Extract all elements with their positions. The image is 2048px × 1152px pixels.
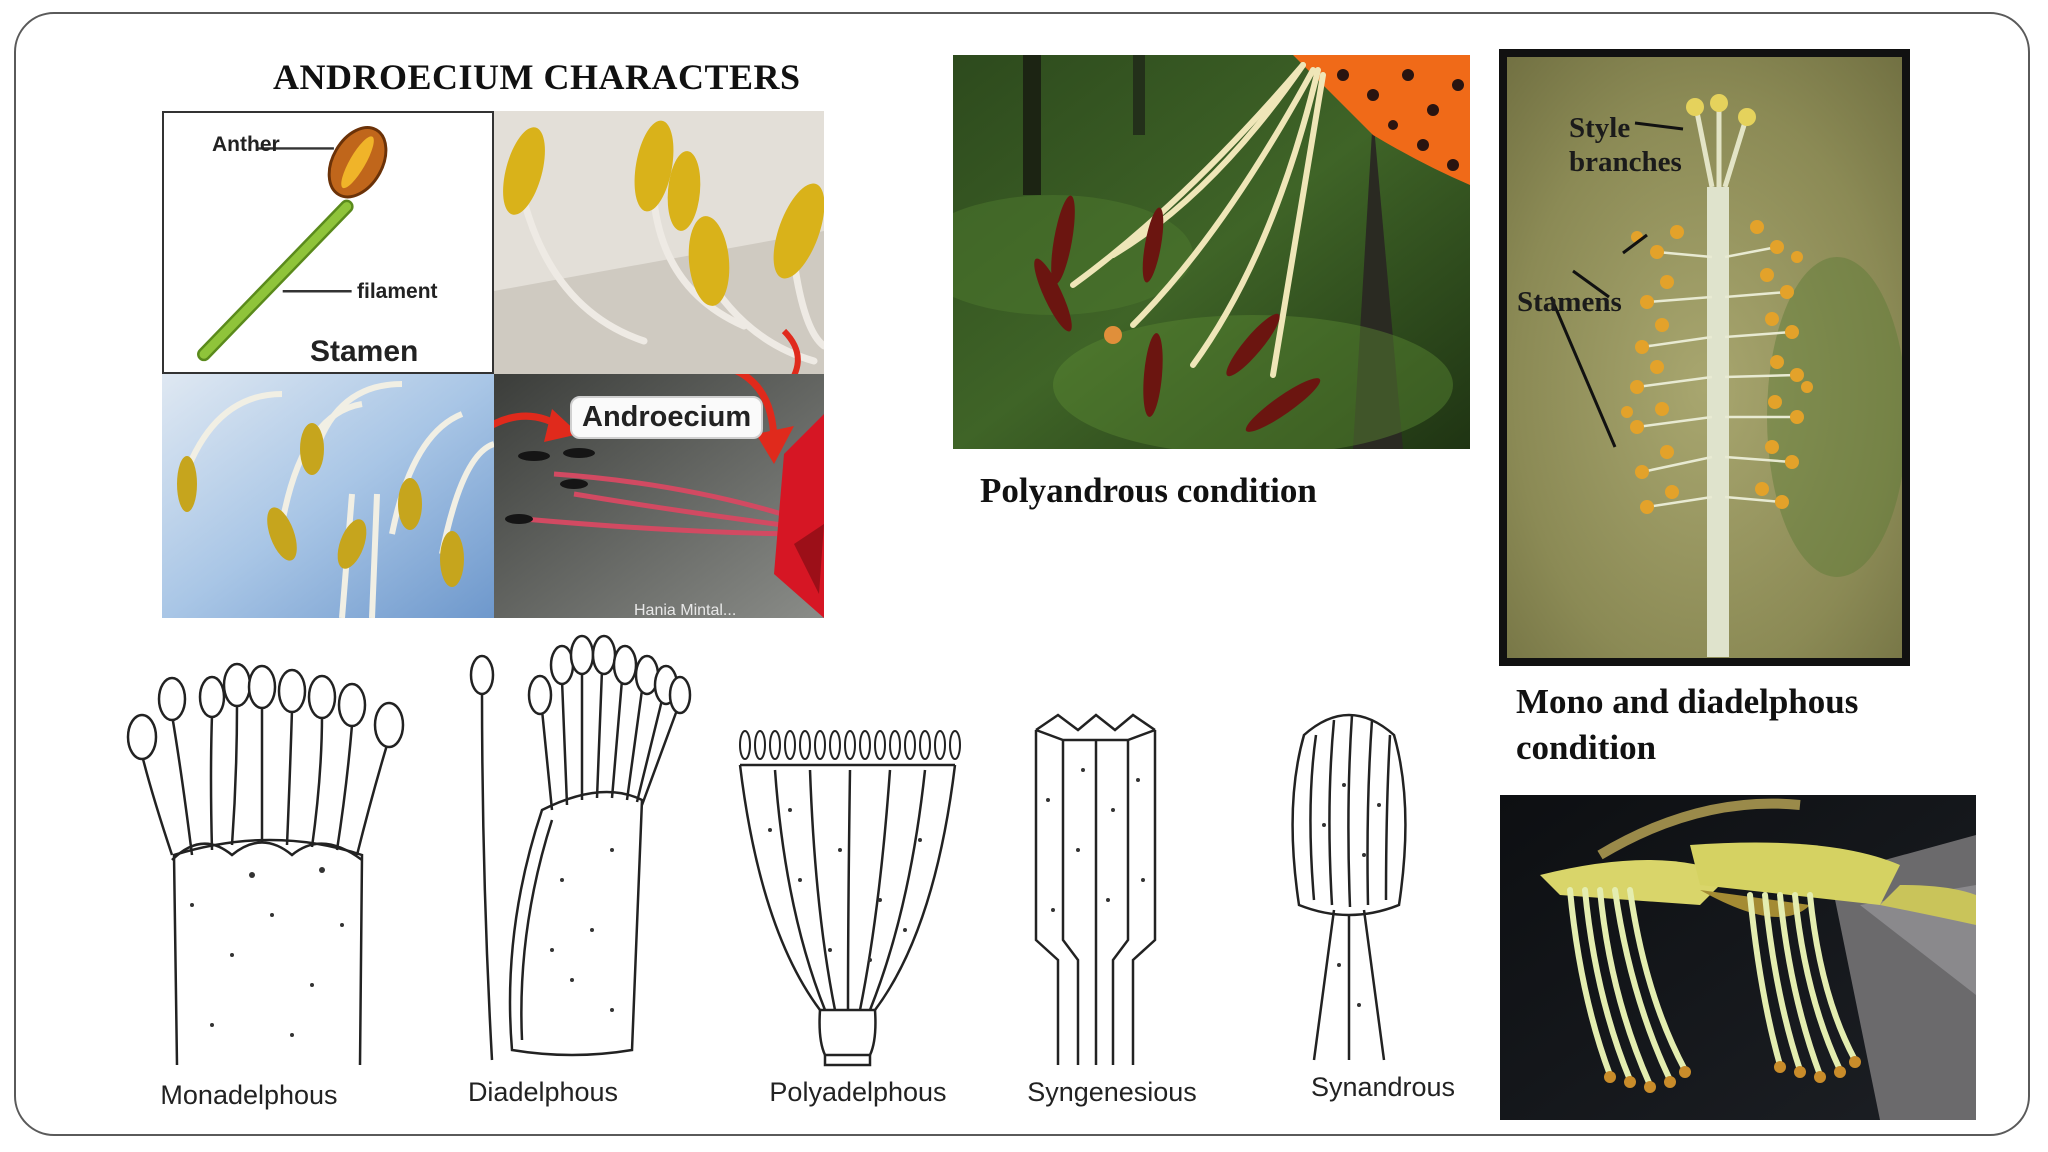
synandrous-label: Synandrous	[1310, 1072, 1456, 1102]
anther-label: Anther	[212, 133, 280, 156]
syngenesious-drawing	[1028, 700, 1163, 1070]
polyandrous-caption: Polyandrous condition	[980, 471, 1317, 510]
filament-label: filament	[357, 280, 438, 303]
syngenesious-label: Syngenesious	[1027, 1077, 1197, 1107]
monadelphous-drawing	[112, 655, 412, 1070]
androecium-photo: Androecium Hania Mintal...	[494, 374, 824, 618]
stamens-label: Stamens	[1517, 286, 1622, 318]
slide-title: ANDROECIUM CHARACTERS	[273, 57, 801, 97]
synandrous-drawing	[1284, 705, 1414, 1070]
tiger-lily-photo	[953, 55, 1470, 449]
blue-flower-stamens-photo	[162, 374, 494, 618]
diadelphous-flower-photo	[1500, 795, 1976, 1120]
hibiscus-column-photo: Style branches Stamens	[1499, 49, 1910, 666]
stamen-caption: Stamen	[310, 335, 419, 368]
monadelphous-label: Monadelphous	[160, 1080, 338, 1110]
mono-diadelphous-caption: Mono and diadelphous condition	[1516, 679, 1858, 771]
polyadelphous-label: Polyadelphous	[769, 1077, 947, 1107]
lily-anthers-photo	[494, 111, 824, 374]
style-label-line1: Style	[1569, 112, 1631, 144]
mono-caption-line1: Mono and diadelphous	[1516, 682, 1859, 721]
diadelphous-drawing	[462, 630, 692, 1070]
polyadelphous-drawing	[730, 710, 965, 1070]
photo-watermark: Hania Mintal...	[634, 602, 737, 618]
stamen-illustration	[197, 126, 388, 362]
mono-caption-line2: condition	[1516, 728, 1657, 767]
stamen-diagram: Anther filament Stamen	[162, 111, 494, 374]
style-label-line2: branches	[1569, 146, 1682, 178]
style-branches-label: Style branches	[1569, 111, 1682, 179]
androecium-tag: Androecium	[570, 396, 764, 439]
diadelphous-label: Diadelphous	[467, 1077, 619, 1107]
